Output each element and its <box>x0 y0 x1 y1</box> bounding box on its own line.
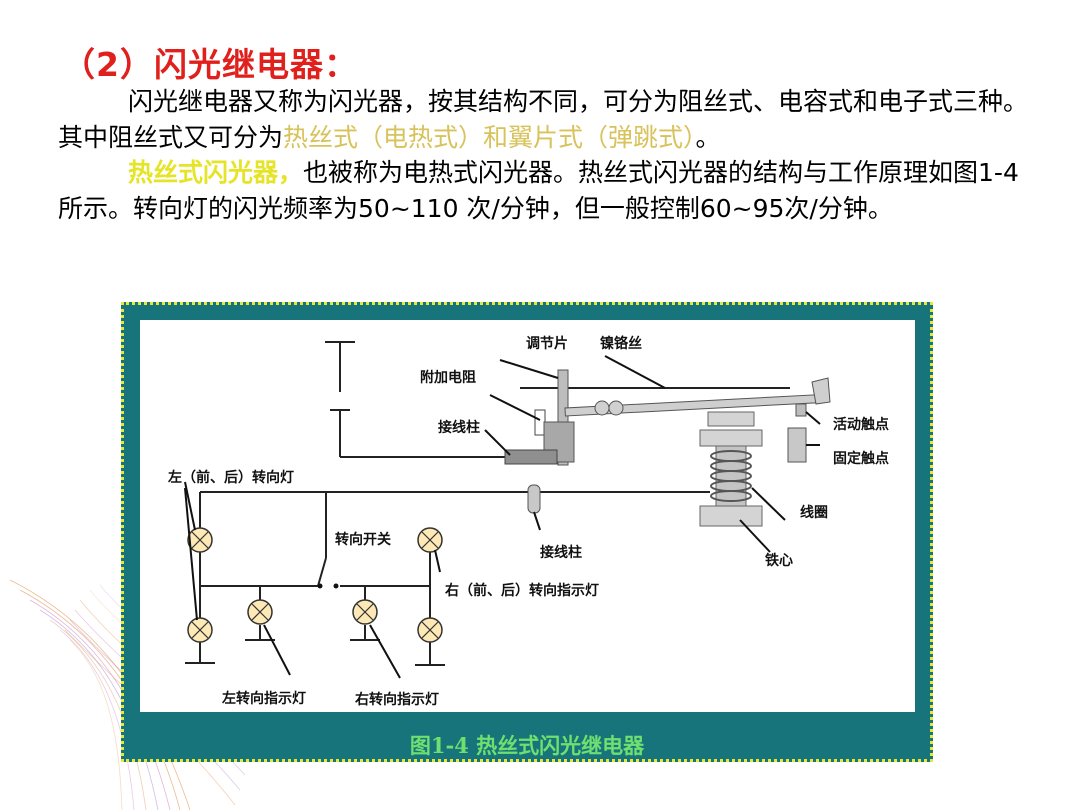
label-coil: 线圈 <box>800 504 828 521</box>
paragraph-thermal: 热丝式闪光器，也被称为电热式闪光器。热丝式闪光器的结构与工作原理如图1-4 所示… <box>58 155 1028 226</box>
label-extra-resistor: 附加电阻 <box>420 369 476 386</box>
figure-caption: 图1-4 热丝式闪光继电器 <box>409 733 645 758</box>
circuit-diagram: 调节片 镍铬丝 附加电阻 接线柱 活动触点 固定触点 左（前、后）转向灯 转向开… <box>140 320 915 712</box>
flasher-mechanism <box>504 369 831 527</box>
label-terminal-bottom: 接线柱 <box>540 544 582 561</box>
label-terminal-top: 接线柱 <box>438 419 480 436</box>
label-turn-switch: 转向开关 <box>335 531 391 548</box>
label-adjust-plate: 调节片 <box>526 335 568 352</box>
page-title: （2）闪光继电器： <box>62 45 358 84</box>
figure-frame: 调节片 镍铬丝 附加电阻 接线柱 活动触点 固定触点 左（前、后）转向灯 转向开… <box>121 302 933 762</box>
label-nichrome-wire: 镍铬丝 <box>600 335 642 352</box>
paragraph-intro: 闪光继电器又称为闪光器，按其结构不同，可分为阻丝式、电容式和电子式三种。其中阻丝… <box>58 84 1028 155</box>
label-fixed-contact: 固定触点 <box>833 450 889 467</box>
label-left-lamp: 左（前、后）转向灯 <box>167 469 294 486</box>
highlight-thermal-flasher: 热丝式闪光器， <box>128 158 304 187</box>
highlight-types: 热丝式（电热式）和翼片式（弹跳式） <box>283 122 696 152</box>
paragraph-thermal-text: 也被称为电热式闪光器。热丝式闪光器的结构与工作原理如图1-4 所示。转向灯的闪光… <box>58 158 1019 223</box>
label-iron-core: 铁心 <box>765 552 793 569</box>
label-left-pilot: 左转向指示灯 <box>221 690 306 707</box>
paragraph-intro-text: 闪光继电器又称为闪光器，按其结构不同，可分为阻丝式、电容式和电子式三种。其中阻丝… <box>58 87 1029 152</box>
label-moving-contact: 活动触点 <box>833 416 889 433</box>
paragraph-intro-end: 。 <box>695 122 721 152</box>
label-right-indicator: 右（前、后）转向指示灯 <box>444 582 599 599</box>
body-text: 闪光继电器又称为闪光器，按其结构不同，可分为阻丝式、电容式和电子式三种。其中阻丝… <box>58 84 1028 226</box>
label-right-pilot: 右转向指示灯 <box>354 691 439 708</box>
